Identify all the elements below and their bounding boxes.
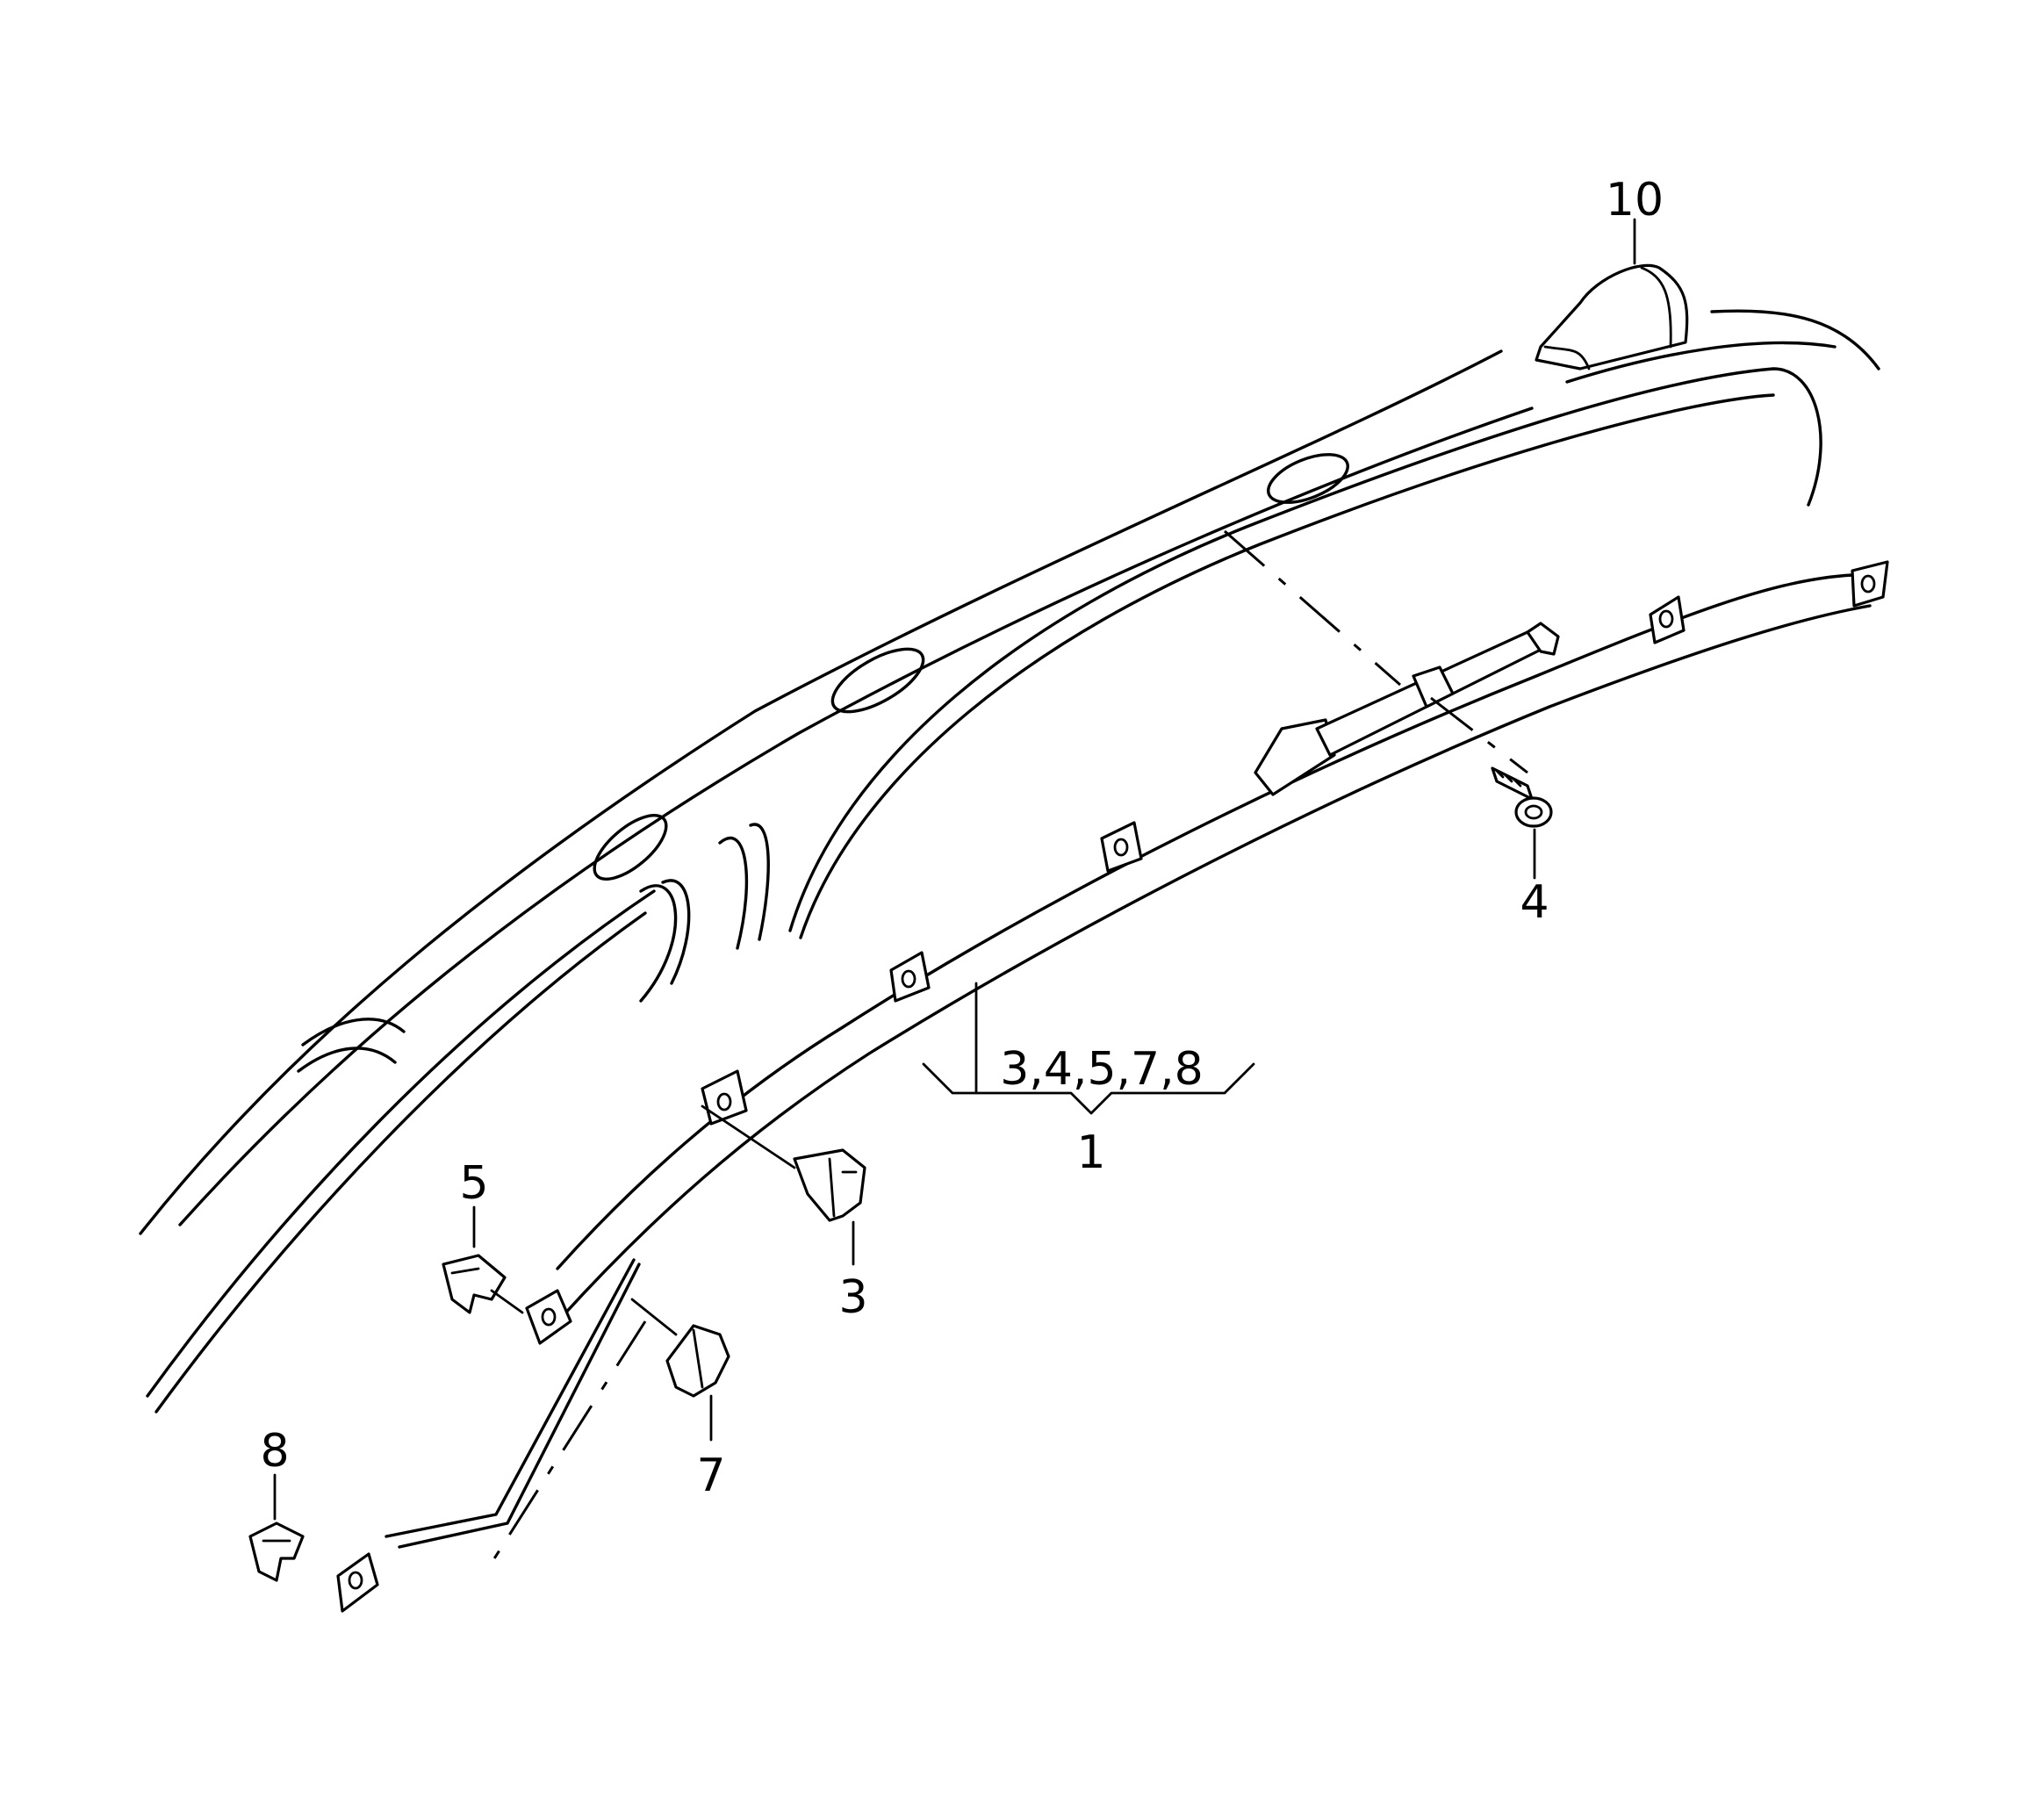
roof-frame-inner-rail-2: [799, 393, 1775, 939]
callout-10: 10: [1606, 174, 1664, 227]
roof-frame-upper-edge: [178, 406, 1534, 1227]
clip-part-3: [793, 1148, 866, 1222]
callout-group: 3,4,5,7,8: [1000, 1043, 1204, 1096]
roof-frame-corner-arc: [1710, 309, 1880, 370]
callout-3: 3: [838, 1271, 867, 1324]
roof-opening-left: [593, 814, 668, 881]
mounting-tab: [525, 1289, 572, 1345]
mounting-tab: [1100, 821, 1143, 873]
mounting-tab: [701, 1069, 748, 1126]
leader-lines: [273, 218, 1636, 1521]
roof-frame-lower-edge-1: [146, 889, 656, 1398]
callout-labels: 10 4 3,4,5,7,8 1 3 5 7 8: [260, 174, 1664, 1502]
callout-1: 1: [1076, 1126, 1105, 1179]
wheel-arch-lower: [297, 1047, 397, 1073]
clip-part-7: [665, 1324, 730, 1398]
callout-8: 8: [260, 1425, 289, 1478]
airbag-strip-lower: [560, 604, 1872, 1319]
callout-7: 7: [696, 1450, 725, 1502]
mounting-tab: [336, 1552, 379, 1613]
roof-opening-middle: [830, 647, 925, 714]
end-bracket-part-10: [1535, 263, 1689, 370]
curtain-airbag-part-1: [336, 560, 1889, 1613]
roof-frame-lower-edge-2: [155, 911, 647, 1414]
airbag-strip-lower-tail-2: [398, 1262, 641, 1549]
airbag-strip-upper: [556, 573, 1854, 1270]
mounting-tab: [889, 951, 931, 1003]
clip-part-8: [248, 1521, 305, 1582]
assembly-dashed-lines: [490, 529, 1528, 1564]
roof-frame-end-rail: [1565, 341, 1837, 384]
roof-frame-outer-edge: [139, 349, 1503, 1235]
roof-frame-inner-rail-1: [788, 367, 1822, 932]
mounting-tab: [1851, 560, 1889, 608]
pillar-inner-curve-c: [718, 836, 749, 950]
group-bracket: [922, 1062, 1255, 1115]
callout-4: 4: [1520, 876, 1549, 929]
pillar-inner-curve-d: [749, 823, 770, 941]
pillar-inner-curve-b: [661, 879, 691, 985]
roof-frame: [139, 309, 1880, 1414]
airbag-strip-lower-tail: [385, 1258, 636, 1538]
pillar-inner-curve-a: [639, 884, 678, 1003]
mounting-tab: [1649, 595, 1686, 644]
roof-opening-right: [1267, 453, 1349, 504]
clip-part-5: [442, 1254, 507, 1314]
screw-part-4: [1491, 766, 1553, 828]
callout-5: 5: [459, 1157, 488, 1210]
wheel-arch-upper: [301, 1018, 406, 1047]
inflator-gas-generator: [1254, 622, 1560, 796]
